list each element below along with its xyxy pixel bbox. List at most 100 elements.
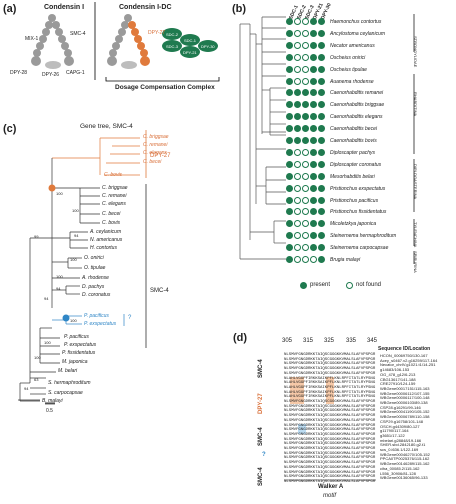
legend-present-dot — [300, 282, 307, 289]
species-name: Caenorhabditis remanei — [330, 90, 384, 97]
condensin1-title: Condensin I — [44, 4, 85, 11]
smc4-c-briggsae: C. briggsae — [102, 185, 128, 191]
dpy27-c-remanei: C. remanei — [143, 142, 168, 148]
panel-d-label: (d) — [233, 332, 248, 344]
species-row: Oscheius onirici — [286, 52, 456, 64]
presence-dot — [310, 172, 317, 180]
presence-dot — [294, 89, 301, 97]
smc4-o-onirici: O. onirici — [84, 255, 104, 261]
blue-p-pacificus: P. pacificus — [84, 313, 109, 319]
presence-dot — [286, 113, 293, 121]
alignment-seq-id: L556_30906/81-128 — [380, 470, 416, 476]
condensin-dc-title: Condensin I-DC — [119, 4, 172, 11]
presence-dot — [318, 172, 325, 180]
presence-dot — [310, 232, 317, 240]
presence-dot — [310, 41, 317, 49]
gene-tree-title: Gene tree, SMC-4 — [80, 123, 133, 130]
presence-dot — [294, 148, 301, 156]
alignment-seq-id: CBG13617/141-188 — [380, 376, 416, 382]
group-smc4-1: SMC-4 — [258, 359, 264, 378]
presence-dot — [318, 18, 325, 25]
presence-dot — [310, 53, 317, 61]
presence-dot — [294, 29, 301, 37]
group-smc4-3: SMC-4 — [258, 467, 264, 486]
presence-dot — [318, 77, 325, 85]
presence-dot — [318, 53, 325, 61]
species-name: Steinernema hermaphroditum — [330, 233, 397, 240]
tail-p-fissidentatus: P. fissidentatus — [62, 350, 96, 356]
presence-dot — [294, 53, 301, 61]
species-name: Ancylostoma ceylanicum — [330, 30, 386, 37]
species-row: Caenorhabditis remanei — [286, 87, 456, 99]
presence-dot — [294, 256, 301, 263]
walker-a-label: Walker A — [318, 484, 344, 490]
species-name: Pristionchus fissidentatus — [330, 209, 387, 216]
species-name: Oscheius tipulae — [330, 66, 367, 73]
presence-dot — [302, 53, 309, 61]
alignment-seq-id: CRE27910/124-159 — [380, 381, 416, 387]
presence-dot — [294, 160, 301, 168]
presence-dot — [286, 160, 293, 168]
species-name: Pristionchus exspectatus — [330, 185, 386, 192]
presence-dot — [286, 18, 293, 25]
presence-dot — [310, 160, 317, 168]
panel-b-label: (b) — [232, 3, 247, 15]
bootstrap-3: 94 — [74, 233, 79, 238]
dpy27-c-elegans: C. elegans — [143, 150, 167, 156]
alignment-seq-id: WBGene00136065/96-133 — [380, 475, 428, 481]
pos-305: 305 — [282, 338, 293, 344]
alignment-seq-id: g14683/106-153 — [380, 367, 410, 373]
presence-dot — [286, 125, 293, 133]
presence-dot — [302, 113, 309, 121]
tail-m-japonica: M. japonica — [62, 359, 88, 365]
species-row: Caenorhabditis bovis — [286, 135, 456, 147]
alignment-seq-id: CSP29.g16758/101-148 — [380, 418, 423, 424]
presence-dot — [302, 89, 309, 97]
presence-dot — [286, 244, 293, 252]
smc4-d-pachys: D. pachys — [82, 284, 105, 290]
presence-dot — [302, 125, 309, 133]
subunit-smc4: SMC-4 — [70, 31, 86, 37]
species-row: Mesorhabditis belari — [286, 171, 456, 183]
alignment-seq-id: ciha_00085.2/115-162 — [380, 465, 420, 471]
alignment-sequence: NLSMVFGNGDRKKTAIQSCGGGKKVMALSLAFVPSPGR — [284, 404, 376, 409]
alignment-seq-id: OSCH.g44309/80-127 — [380, 423, 420, 429]
presence-dot — [302, 220, 309, 228]
presence-dot — [286, 101, 293, 109]
alignment-seq-id: scs_0.l636.1/122-169 — [380, 447, 419, 452]
presence-dot — [302, 77, 309, 85]
species-name: Necator americanus — [330, 42, 375, 49]
alignment-sequence: NLSMVFGNGDRKKTAIQSCGGGKKVMALSLAFVPSPGR — [284, 461, 376, 466]
species-name: Diploscapter pachys — [330, 149, 376, 156]
presence-dot — [310, 196, 317, 204]
presence-dot — [286, 184, 293, 192]
subunit-dpy27: DPY-27 — [148, 30, 166, 36]
bootstrap-1: 100 — [56, 191, 63, 196]
presence-dot — [318, 113, 325, 121]
dcc-dpy21: DPY-21 — [183, 50, 197, 55]
blue-p-exspectatus: P. exspectatus — [84, 321, 117, 327]
presence-dot — [294, 137, 301, 144]
presence-dot — [318, 137, 325, 144]
alignment-sequence: NLSMVFGNGDRKKTAIQSCGGGKKVMALSLAFVPSPGR — [284, 437, 376, 442]
alignment-seq-id: WBGene00041190/105-152 — [380, 409, 430, 415]
alignment-sequence: NLSMVFGNGDRKKTAIQSCGGGKKVMALSLAFVPSPGR — [284, 357, 376, 362]
species-row: Necator americanus — [286, 40, 456, 52]
species-tree — [239, 16, 286, 260]
presence-dot — [294, 41, 301, 49]
alignment-seq-id: OG_478_g12/6-213 — [380, 371, 416, 377]
alignment-sequence: NLAHLVGGPFIRKKSAIKPFLKNLRPFITATLRYPSNG — [284, 385, 376, 390]
sequence-id-header: Sequence ID/Location — [378, 346, 431, 352]
alignment-sequence: NLSMVFGNGDRKKTAIQSCGGGKKVMALSLAFVPSPGR — [284, 423, 376, 428]
clade-brackets — [413, 14, 415, 264]
species-name: Mesorhabditis belari — [330, 173, 375, 180]
alignment-sequence: NLSMVFGNGDRKKTAIQSCGGGKKVMALSLAFVPSPGR — [284, 451, 376, 456]
bootstrap-9: 100 — [70, 318, 77, 323]
dcc-sdc3: SDC-3 — [166, 44, 179, 49]
presence-dot — [318, 89, 325, 97]
clade-rhabditina: RHABDITINA — [413, 92, 418, 117]
smc4-o-tipulae: O. tipulae — [84, 265, 106, 271]
alignment-sequence: NLSMVFGNGDRKKTAIQSCGGGKKVMALSLAFVPSPGR — [284, 465, 376, 470]
